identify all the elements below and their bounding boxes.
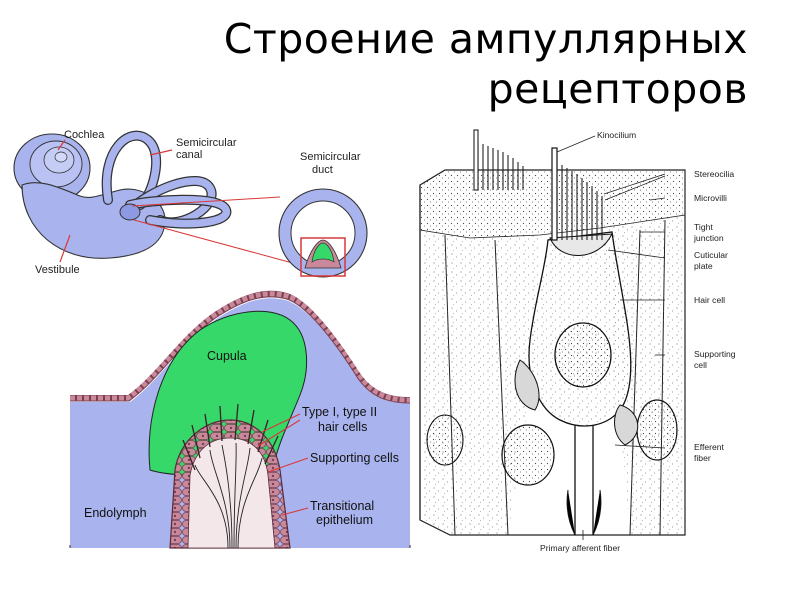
label-cochlea: Cochlea xyxy=(64,129,105,141)
label-hair-cells-1: Type I, type II xyxy=(302,405,377,419)
label-cuticular-plate-1: Cuticular xyxy=(694,250,728,260)
crista-ampullaris-illustration xyxy=(69,290,411,549)
slide-title: Строение ампуллярных рецепторов xyxy=(224,14,748,114)
label-efferent-fiber-1: Efferent xyxy=(694,442,725,452)
label-hair-cells-2: hair cells xyxy=(318,420,367,434)
label-transitional-1: Transitional xyxy=(310,499,374,513)
label-tight-junction-1: Tight xyxy=(694,222,713,232)
label-endolymph: Endolymph xyxy=(84,506,147,520)
label-semicircular-duct-1: Semicircular xyxy=(300,151,361,163)
label-primary-afferent: Primary afferent fiber xyxy=(540,543,620,553)
label-vestibule: Vestibule xyxy=(35,264,80,276)
label-transitional-2: epithelium xyxy=(316,513,373,527)
label-cupula: Cupula xyxy=(207,349,247,363)
cochlea-shape xyxy=(13,133,91,203)
label-tight-junction-2: junction xyxy=(693,233,724,243)
label-stereocilia: Stereocilia xyxy=(694,169,734,179)
label-kinocilium: Kinocilium xyxy=(597,130,636,140)
title-line-1: Строение ампуллярных xyxy=(223,15,748,63)
label-semicircular-canal-2: canal xyxy=(176,149,202,161)
label-semicircular-canal-1: Semicircular xyxy=(176,137,237,149)
label-efferent-fiber-2: fiber xyxy=(694,453,711,463)
title-line-2: рецепторов xyxy=(487,65,748,113)
label-semicircular-duct-2: duct xyxy=(312,164,333,176)
label-supporting-cell-1: Supporting xyxy=(694,349,736,359)
label-supporting-cells: Supporting cells xyxy=(310,451,399,465)
label-cuticular-plate-2: plate xyxy=(694,261,713,271)
label-supporting-cell-2: cell xyxy=(694,360,707,370)
label-microvilli: Microvilli xyxy=(694,193,727,203)
semicircular-canals xyxy=(101,130,232,229)
label-hair-cell: Hair cell xyxy=(694,295,725,305)
semicircular-duct-section xyxy=(278,188,368,278)
inner-ear-illustration xyxy=(13,130,301,266)
hair-cell-illustration xyxy=(419,129,686,540)
